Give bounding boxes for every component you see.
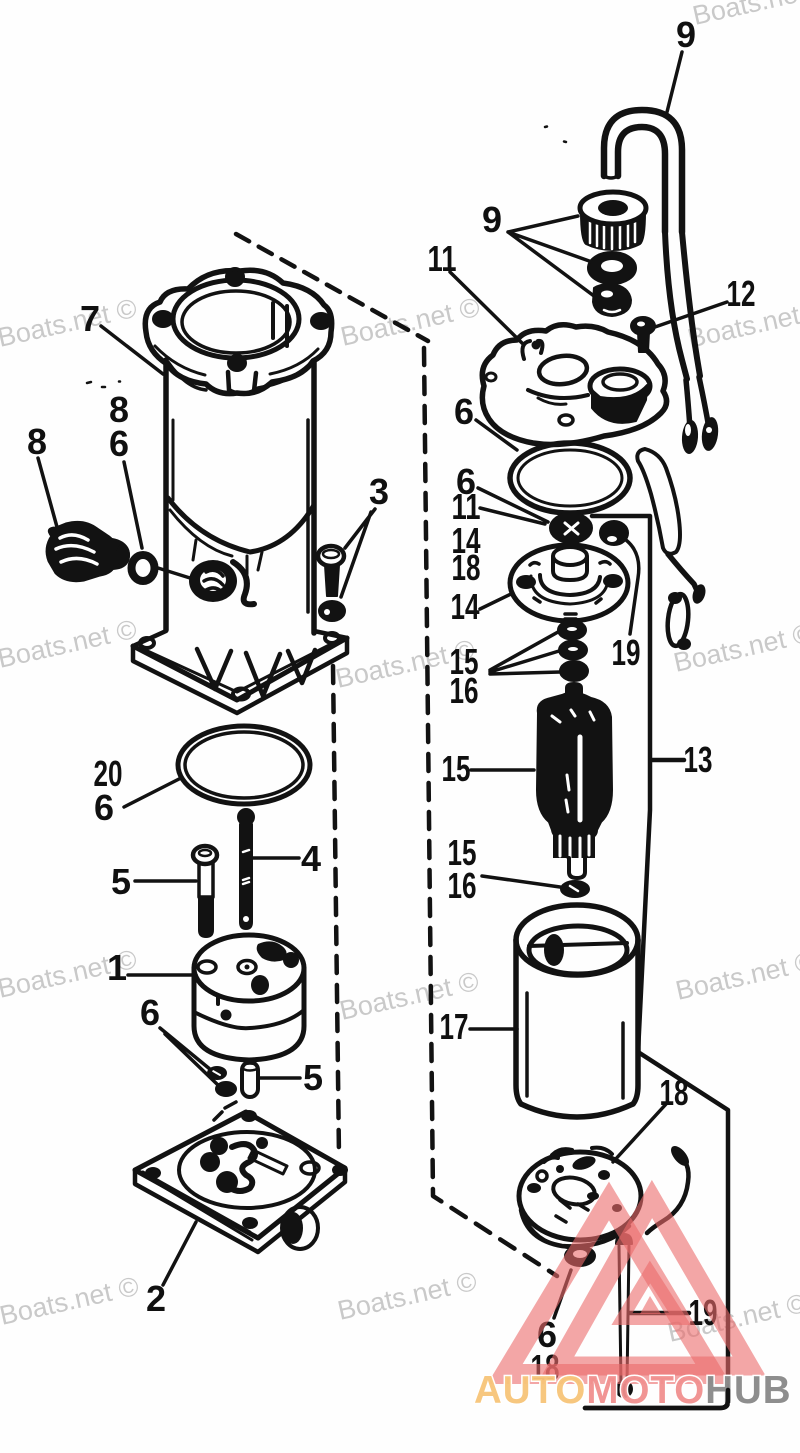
svg-text:9: 9 xyxy=(676,14,696,55)
svg-text:18: 18 xyxy=(452,547,481,588)
svg-text:14: 14 xyxy=(451,586,480,627)
svg-text:20: 20 xyxy=(94,753,123,794)
svg-text:5: 5 xyxy=(111,861,131,902)
svg-text:3: 3 xyxy=(369,471,389,512)
svg-text:6: 6 xyxy=(140,992,160,1033)
svg-text:4: 4 xyxy=(301,838,321,879)
svg-text:17: 17 xyxy=(440,1006,469,1047)
svg-text:7: 7 xyxy=(80,298,100,339)
svg-text:6: 6 xyxy=(454,391,474,432)
svg-text:9: 9 xyxy=(482,199,502,240)
svg-text:2: 2 xyxy=(146,1278,166,1319)
svg-text:6: 6 xyxy=(456,461,476,502)
svg-text:11: 11 xyxy=(452,486,481,527)
svg-text:6: 6 xyxy=(109,423,129,464)
svg-text:11: 11 xyxy=(428,238,457,279)
svg-text:6: 6 xyxy=(94,787,114,828)
svg-text:1: 1 xyxy=(107,947,127,988)
svg-text:15: 15 xyxy=(448,832,477,873)
svg-text:15: 15 xyxy=(450,641,479,682)
svg-text:AUTOMOTOHUB: AUTOMOTOHUB xyxy=(474,1369,792,1412)
svg-text:16: 16 xyxy=(450,670,479,711)
svg-text:13: 13 xyxy=(684,739,713,780)
svg-text:18: 18 xyxy=(660,1072,689,1113)
svg-text:15: 15 xyxy=(442,748,471,789)
svg-text:14: 14 xyxy=(452,520,481,561)
svg-text:19: 19 xyxy=(612,632,641,673)
svg-text:5: 5 xyxy=(303,1057,323,1098)
svg-text:16: 16 xyxy=(448,865,477,906)
svg-text:12: 12 xyxy=(727,273,756,314)
svg-text:8: 8 xyxy=(109,389,129,430)
svg-text:8: 8 xyxy=(27,421,47,462)
